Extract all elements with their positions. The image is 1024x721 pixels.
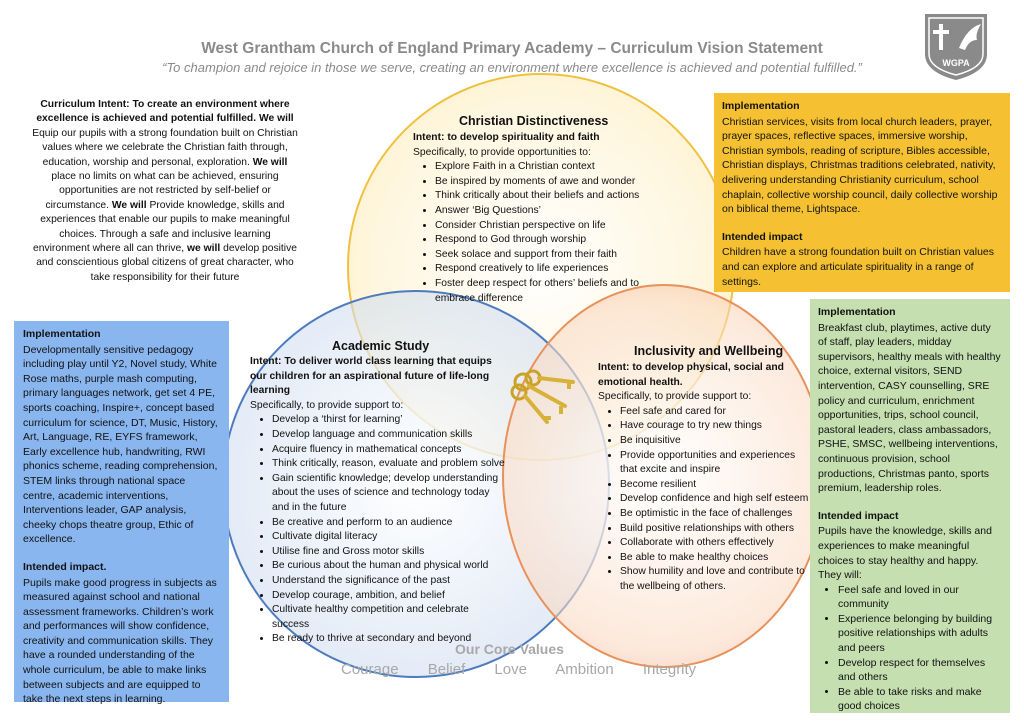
- inclusivity-intent: Intent: to develop physical, social and …: [598, 362, 784, 388]
- we-will-1: We will: [258, 113, 294, 125]
- page-subtitle: “To champion and rejoice in those we ser…: [162, 60, 862, 75]
- christian-body: Intent: to develop spirituality and fait…: [413, 131, 653, 306]
- intent-p1: Equip our pupils with a strong foundatio…: [32, 127, 298, 168]
- core-values-list: Courage Belief Love Ambition Integrity: [341, 661, 721, 678]
- academic-list-item: Cultivate healthy competition and celebr…: [272, 603, 505, 632]
- inclusivity-title: Inclusivity and Wellbeing: [634, 344, 784, 358]
- christian-list-item: Respond creatively to life experiences: [435, 262, 653, 277]
- inclusivity-list-item: Develop confidence and high self esteem: [620, 492, 810, 507]
- blue-impl-text: Developmentally sensitive pedagogy inclu…: [23, 343, 218, 546]
- core-value: Courage: [341, 661, 399, 678]
- christian-list-item: Explore Faith in a Christian context: [435, 160, 653, 175]
- inclusivity-body: Intent: to develop physical, social and …: [598, 361, 810, 595]
- core-value: Love: [494, 661, 527, 678]
- inclusivity-list-item: Show humility and love and contribute to…: [620, 565, 810, 594]
- academic-specifically: Specifically, to provide support to:: [250, 399, 404, 411]
- green-impact-item: Feel safe and loved in our community: [838, 583, 1002, 612]
- christian-list-item: Seek solace and support from their faith: [435, 248, 653, 263]
- school-logo: WGPA: [921, 10, 991, 82]
- core-value: Ambition: [555, 661, 614, 678]
- page-title: West Grantham Church of England Primary …: [201, 40, 823, 57]
- christian-implementation-box: Implementation Christian services, visit…: [714, 93, 1010, 292]
- christian-specifically: Specifically, to provide opportunities t…: [413, 146, 591, 158]
- inclusivity-list-item: Provide opportunities and experiences th…: [620, 449, 810, 478]
- green-impact-list: Feel safe and loved in our communityExpe…: [818, 583, 1002, 714]
- green-impact-text: Pupils have the knowledge, skills and ex…: [818, 525, 992, 582]
- academic-list-item: Utilise fine and Gross motor skills: [272, 545, 505, 560]
- academic-list-item: Cultivate digital literacy: [272, 530, 505, 545]
- academic-list-item: Develop courage, ambition, and belief: [272, 589, 505, 604]
- green-impact-heading: Intended impact: [818, 509, 899, 522]
- yellow-impl-heading: Implementation: [722, 100, 800, 112]
- inclusivity-list-item: Be able to make healthy choices: [620, 551, 810, 566]
- inclusivity-list: Feel safe and cared forHave courage to t…: [598, 405, 810, 595]
- inclusivity-list-item: Collaborate with others effectively: [620, 536, 810, 551]
- christian-list-item: Respond to God through worship: [435, 233, 653, 248]
- we-will-4: we will: [187, 243, 221, 255]
- green-impact-item: Be able to take risks and make good choi…: [838, 685, 1002, 714]
- academic-implementation-box: Implementation Developmentally sensitive…: [14, 321, 229, 705]
- green-impl-heading: Implementation: [818, 306, 896, 318]
- keys-icon: [510, 369, 575, 424]
- green-impl-text: Breakfast club, playtimes, active duty o…: [818, 321, 1001, 495]
- academic-title: Academic Study: [332, 339, 430, 353]
- yellow-impact-heading: Intended impact: [722, 230, 803, 243]
- cross-shield-logo-icon: WGPA: [925, 14, 987, 80]
- academic-list-item: Gain scientific knowledge; develop under…: [272, 472, 505, 516]
- christian-list-item: Be inspired by moments of awe and wonder: [435, 175, 653, 190]
- intent-p4: develop positive and conscientious globa…: [36, 243, 297, 283]
- christian-list-item: Consider Christian perspective on life: [435, 219, 653, 234]
- academic-list-item: Be curious about the human and physical …: [272, 559, 505, 574]
- christian-list-item: Answer ‘Big Questions’: [435, 204, 653, 219]
- intent-p3: Provide knowledge, skills and experience…: [33, 199, 290, 255]
- academic-list-item: Be ready to thrive at secondary and beyo…: [272, 632, 505, 647]
- christian-list: Explore Faith in a Christian contextBe i…: [413, 160, 653, 306]
- christian-list-item: Think critically about their beliefs and…: [435, 189, 653, 204]
- inclusivity-circle: [502, 284, 826, 668]
- academic-list-item: Be creative and perform to an audience: [272, 516, 505, 531]
- yellow-impl-text: Christian services, visits from local ch…: [722, 115, 998, 216]
- inclusivity-list-item: Become resilient: [620, 478, 810, 493]
- academic-list-item: Acquire fluency in mathematical concepts: [272, 443, 505, 458]
- logo-text: WGPA: [942, 58, 970, 68]
- blue-impact-heading: Intended impact.: [23, 560, 107, 573]
- christian-list-item: Foster deep respect for others’ beliefs …: [435, 277, 653, 306]
- inclusivity-list-item: Be optimistic in the face of challenges: [620, 507, 810, 522]
- inclusivity-list-item: Have courage to try new things: [620, 419, 810, 434]
- inclusivity-list-item: Be inquisitive: [620, 434, 810, 449]
- academic-list-item: Develop a ‘thirst for learning’: [272, 413, 505, 428]
- academic-list-item: Understand the significance of the past: [272, 574, 505, 589]
- core-values-title: Our Core Values: [455, 641, 564, 657]
- green-impact-item: Develop respect for themselves and other…: [838, 656, 1002, 685]
- christian-title: Christian Distinctiveness: [459, 114, 609, 128]
- inclusivity-list-item: Feel safe and cared for: [620, 405, 810, 420]
- academic-body: Intent: To deliver world class learning …: [250, 355, 505, 647]
- christian-intent: Intent: to develop spirituality and fait…: [413, 132, 600, 143]
- we-will-3: We will: [111, 199, 147, 211]
- inclusivity-list-item: Build positive relationships with others: [620, 522, 810, 537]
- academic-list: Develop a ‘thirst for learning’Develop l…: [250, 413, 505, 647]
- academic-list-item: Develop language and communication skill…: [272, 428, 505, 443]
- yellow-impact-text: Children have a strong foundation built …: [722, 246, 995, 288]
- we-will-2: We will: [252, 156, 288, 168]
- blue-impl-heading: Implementation: [23, 328, 101, 340]
- inclusivity-specifically: Specifically, to provide support to:: [598, 391, 752, 403]
- keys-image: [505, 366, 580, 426]
- intent-p2: place no limits on what can be achieved,…: [45, 171, 279, 211]
- intent-lead: Curriculum Intent: To create an environm…: [36, 99, 290, 125]
- core-value: Belief: [427, 661, 466, 678]
- curriculum-intent: Curriculum Intent: To create an environm…: [32, 99, 298, 283]
- green-impact-item: Experience belonging by building positiv…: [838, 612, 1002, 656]
- core-value: Integrity: [642, 661, 697, 678]
- inclusivity-implementation-box: Implementation Breakfast club, playtimes…: [810, 299, 1010, 713]
- blue-impact-text: Pupils make good progress in subjects as…: [23, 576, 217, 706]
- academic-list-item: Think critically, reason, evaluate and p…: [272, 457, 505, 472]
- academic-intent: Intent: To deliver world class learning …: [250, 356, 492, 397]
